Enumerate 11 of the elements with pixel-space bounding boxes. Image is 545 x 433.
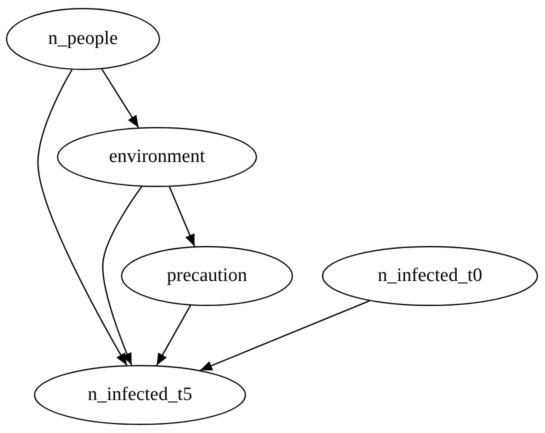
node-label: n_infected_t5	[88, 384, 192, 406]
node-label: precaution	[166, 265, 248, 287]
arrow	[102, 186, 142, 366]
arrow	[156, 305, 191, 366]
arrow	[168, 186, 196, 247]
node-label: n_infected_t0	[378, 265, 482, 287]
arrow	[200, 300, 370, 371]
node-label: environment	[108, 146, 206, 168]
arrow	[37, 69, 128, 366]
node-label: n_people	[48, 28, 118, 50]
arrow	[101, 68, 140, 128]
